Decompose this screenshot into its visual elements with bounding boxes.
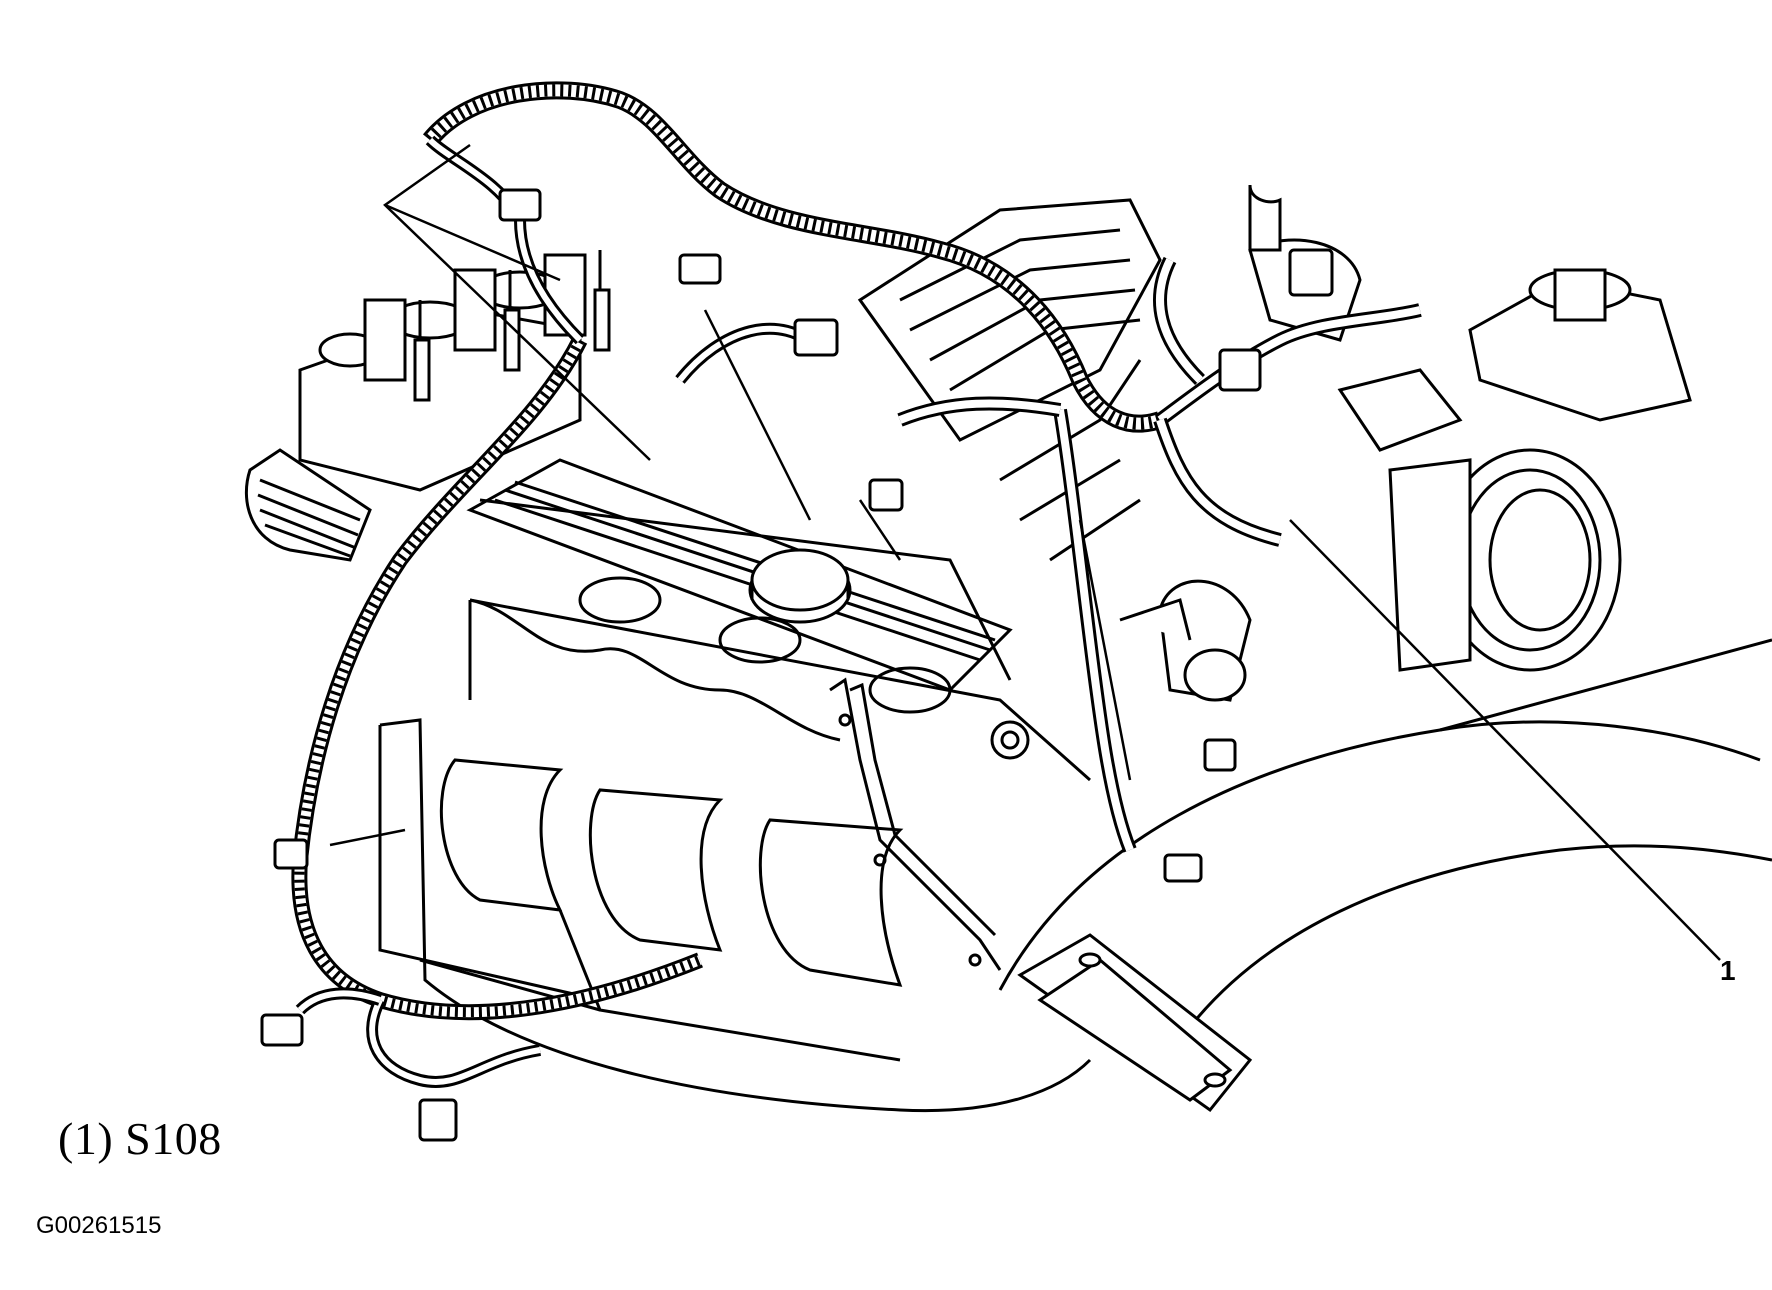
leader-lines — [329, 143, 1721, 961]
throttle-body — [1388, 448, 1622, 672]
oil-filler-cap — [748, 548, 852, 624]
intake-manifold — [857, 198, 1162, 562]
valve-cover — [466, 458, 1013, 742]
exhaust-manifold — [419, 758, 904, 1062]
engine-block — [378, 498, 1092, 1113]
water-outlet — [1119, 579, 1252, 702]
exhaust-flange — [1017, 933, 1253, 1113]
harness-connectors — [260, 188, 1334, 1142]
exhaust-pipe — [998, 638, 1772, 1041]
callout-number-1: 1 — [1720, 955, 1736, 986]
dipstick-tube — [829, 677, 1002, 971]
main-harness-connector — [244, 448, 372, 562]
figure-code: G00261515 — [36, 1212, 162, 1239]
legend-caption: (1) S108 — [58, 1113, 222, 1164]
air-intake-components — [1248, 184, 1692, 452]
